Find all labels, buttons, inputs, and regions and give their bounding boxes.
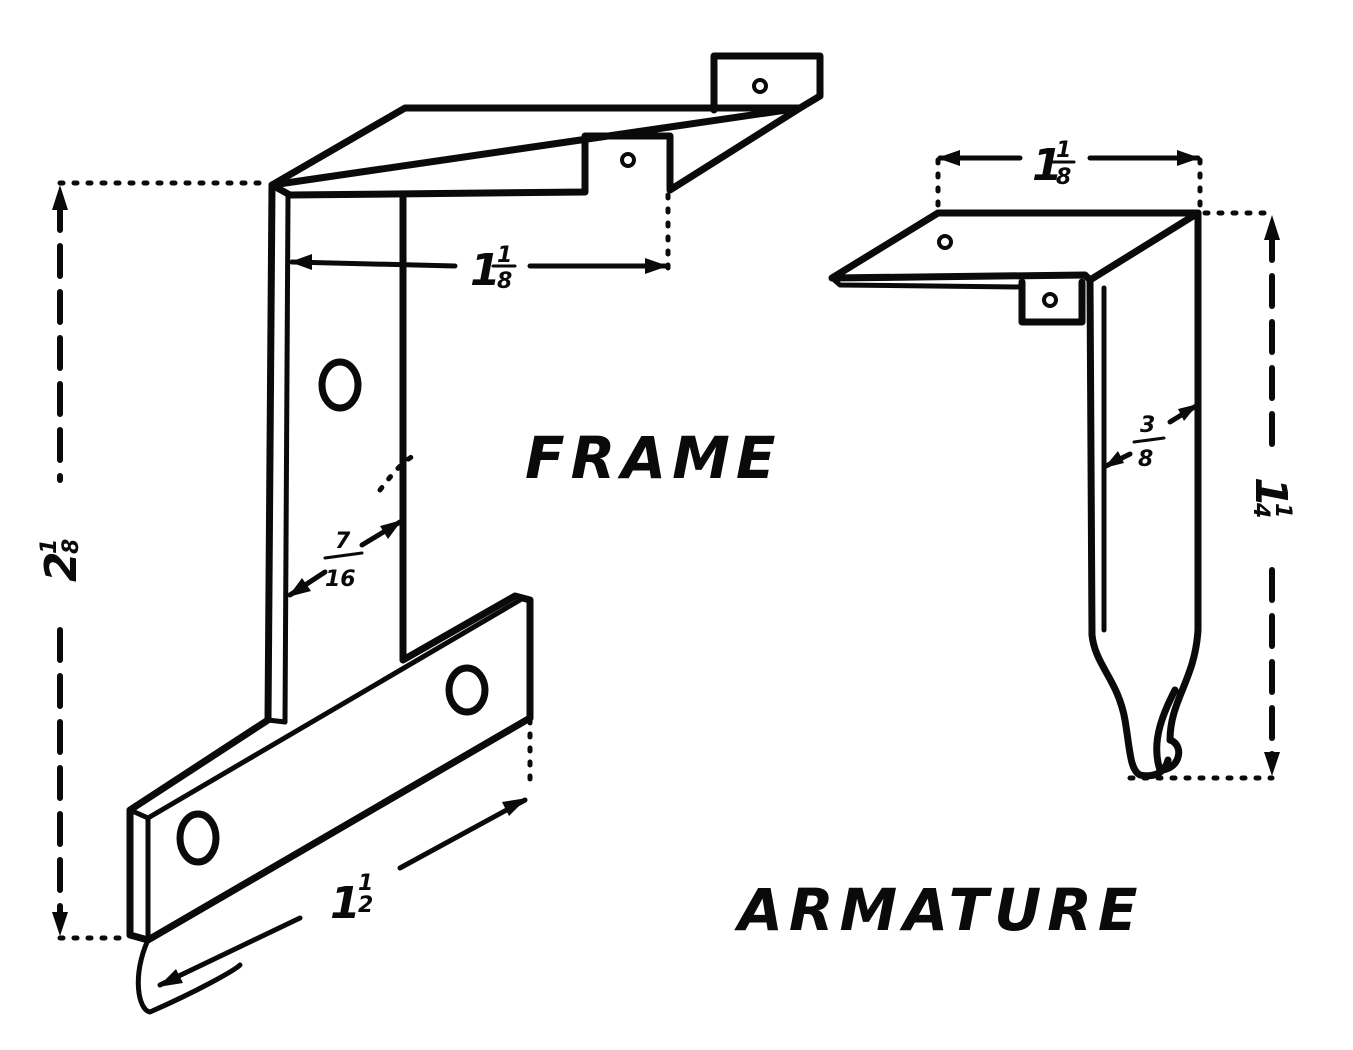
armature-plate-edge xyxy=(829,275,1025,290)
frame-top-width-num: 1 xyxy=(497,243,512,268)
frame-strip-width-dimension: 7 16 xyxy=(287,452,418,598)
armature-top-plate xyxy=(828,209,1202,284)
frame-corner xyxy=(265,717,288,725)
armature-label: ARMATURE xyxy=(734,876,1144,944)
frame-top-width-dimension: 1 1 8 xyxy=(289,192,671,296)
frame-foot-length-whole: 1 xyxy=(330,878,361,929)
fraction-bar xyxy=(323,551,364,560)
frame-vertical-strip xyxy=(126,181,534,944)
dimension-line xyxy=(157,915,303,988)
armature-height-dimension: 1 1 4 xyxy=(1127,210,1296,781)
frame-foot-length-num: 1 xyxy=(358,871,373,896)
arrow-up xyxy=(1264,215,1280,240)
arrow-right xyxy=(1178,404,1198,421)
arrow-left xyxy=(288,578,311,597)
armature-strip-width-num: 3 xyxy=(1140,413,1155,438)
armature-strip-width-dimension: 3 8 xyxy=(1103,403,1199,472)
arrow-right xyxy=(380,520,402,539)
armature-blade-left xyxy=(1086,276,1172,780)
arrow-up xyxy=(52,185,68,210)
armature-height-num: 1 xyxy=(1270,503,1295,518)
frame-foot-curl xyxy=(135,937,243,1015)
frame-hole xyxy=(176,810,220,866)
armature-top-width-dimension: 1 1 8 xyxy=(935,138,1203,213)
frame-strip-width-num: 7 xyxy=(335,529,351,554)
frame-hole xyxy=(318,358,362,412)
frame-part xyxy=(126,52,824,1015)
armature-height-whole: 1 xyxy=(1245,477,1296,508)
armature-strip-width-den: 8 xyxy=(1138,447,1153,472)
frame-top-width-whole: 1 xyxy=(470,245,501,296)
arrow-right xyxy=(645,258,668,274)
armature-ear-hole xyxy=(1042,292,1058,308)
arrow-down xyxy=(52,912,68,936)
armature-top-width-num: 1 xyxy=(1056,138,1071,163)
frame-foot-length-dimension: 1 1 2 xyxy=(157,717,533,988)
frame-height-den: 8 xyxy=(59,539,84,554)
armature-height-den: 4 xyxy=(1248,502,1273,518)
frame-ear-hole xyxy=(620,152,636,168)
frame-label: FRAME xyxy=(525,424,782,492)
arrow-left xyxy=(937,150,960,166)
armature-top-width-den: 8 xyxy=(1056,165,1071,190)
arrow-left xyxy=(290,254,312,270)
armature-part xyxy=(828,209,1202,780)
dimension-line xyxy=(289,259,458,269)
frame-top-width-den: 8 xyxy=(497,269,512,294)
frame-strip-inner-edge xyxy=(282,194,291,725)
armature-blade xyxy=(1153,209,1202,774)
frame-foot-length-den: 2 xyxy=(358,893,373,918)
frame-strip-width-den: 16 xyxy=(325,567,356,592)
arrow-down xyxy=(1264,752,1280,776)
frame-top-plate xyxy=(268,52,824,199)
frame-height-dimension: 2 1 8 xyxy=(36,180,273,941)
frame-ear-hole xyxy=(752,78,768,94)
frame-foot-top-edge xyxy=(127,597,523,821)
frame-hole xyxy=(445,664,489,716)
frame-height-num: 1 xyxy=(37,539,62,554)
armature-ear xyxy=(1018,278,1086,326)
arrow-left xyxy=(1104,451,1124,468)
arrow-left xyxy=(158,969,183,987)
arrow-right xyxy=(502,798,527,816)
frame-height-whole: 2 xyxy=(36,551,87,582)
fraction-bar xyxy=(1132,436,1166,444)
dimension-line xyxy=(397,797,528,871)
arrow-right xyxy=(1177,150,1200,166)
armature-plate-hole xyxy=(937,234,953,250)
extension-line xyxy=(377,452,418,493)
armature-top-width-whole: 1 xyxy=(1032,140,1063,191)
